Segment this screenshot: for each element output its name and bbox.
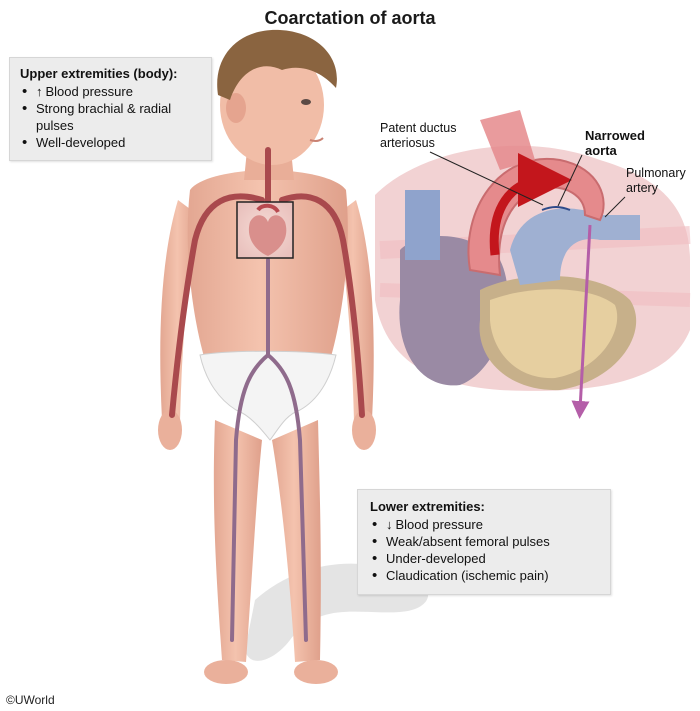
lower-item-development: Under-developed <box>370 550 602 567</box>
label-narrowed-aorta: Narrowed aorta <box>585 128 645 158</box>
label-pulmonary-artery: Pulmonary artery <box>626 166 686 195</box>
copyright-notice: ©UWorld <box>6 693 55 707</box>
upper-item-pulses: Strong brachial & radial pulses <box>20 100 203 134</box>
label-patent-ductus-arteriosus: Patent ductus arteriosus <box>380 121 457 150</box>
heart-detail <box>375 110 691 419</box>
upper-item-development: Well-developed <box>20 134 203 151</box>
up-arrow-icon: ↑ <box>36 84 43 99</box>
arterial-tree <box>169 147 365 642</box>
lower-list: ↓Blood pressure Weak/absent femoral puls… <box>370 516 602 584</box>
lower-extremities-callout: Lower extremities: ↓Blood pressure Weak/… <box>357 489 611 595</box>
heart-inset-box <box>236 201 294 259</box>
page-title: Coarctation of aorta <box>264 8 436 28</box>
lower-item-claudication: Claudication (ischemic pain) <box>370 567 602 584</box>
lower-item-pulses: Weak/absent femoral pulses <box>370 533 602 550</box>
lower-item-blood-pressure: ↓Blood pressure <box>370 516 602 533</box>
upper-extremities-callout: Upper extremities (body): ↑Blood pressur… <box>9 57 212 161</box>
upper-item-blood-pressure: ↑Blood pressure <box>20 83 203 100</box>
down-arrow-icon: ↓ <box>386 517 393 532</box>
lower-heading: Lower extremities: <box>370 499 485 514</box>
upper-heading: Upper extremities (body): <box>20 66 178 81</box>
upper-list: ↑Blood pressure Strong brachial & radial… <box>20 83 203 151</box>
